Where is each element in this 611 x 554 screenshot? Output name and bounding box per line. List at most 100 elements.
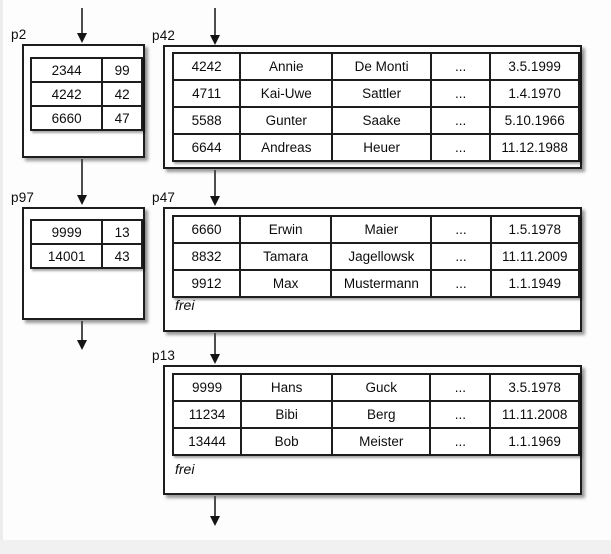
arrow-shaft (214, 8, 216, 39)
table-cell: 14001 (29, 243, 104, 269)
arrow-shaft (214, 333, 216, 358)
table-cell: Gunter (239, 106, 334, 135)
table-cell: Max (239, 269, 333, 298)
free-space-label-p47: frei (175, 297, 195, 313)
table-cell: Meister (331, 427, 432, 456)
page-left-margin (0, 0, 3, 554)
table-cell: 1.1.1949 (489, 269, 581, 298)
table-cell: 5588 (171, 106, 242, 135)
arrow-p2-to-p97-icon (76, 159, 88, 205)
table-cell: ... (430, 242, 492, 271)
arrow-p47-to-p13-icon (209, 333, 221, 364)
table-cell: 8832 (171, 242, 242, 271)
table-cell: Saake (331, 106, 432, 135)
table-cell: Bob (240, 427, 334, 456)
table-cell: 11.12.1988 (489, 133, 580, 162)
table-cell: 43 (101, 243, 143, 269)
table-cell: ... (429, 52, 492, 81)
table-cell: 4242 (29, 81, 104, 107)
table-cell: Annie (239, 52, 334, 81)
table-cell: 9999 (29, 219, 104, 245)
table-cell: ... (429, 400, 492, 429)
table-cell: 3.5.1999 (489, 52, 580, 81)
arrow-shaft (81, 321, 83, 344)
table-cell: 6644 (171, 133, 242, 162)
table-cell: 1.1.1969 (489, 427, 580, 456)
table-cell: Bibi (240, 400, 334, 429)
arrow-head-icon (210, 354, 220, 364)
table-cell: ... (430, 215, 492, 244)
table-cell: Kai-Uwe (239, 79, 334, 108)
page-label-p13: p13 (152, 348, 176, 363)
table-cell: 47 (101, 105, 143, 131)
table-cell: 1.4.1970 (489, 79, 580, 108)
arrow-into-p42-icon (209, 8, 221, 45)
table-cell: ... (429, 373, 492, 402)
table-cell: 11.11.2009 (489, 242, 581, 271)
table-cell: Sattler (331, 79, 432, 108)
arrow-p42-to-p47-icon (209, 170, 221, 206)
table-cell: 6660 (29, 105, 104, 131)
page-label-p97: p97 (11, 190, 35, 205)
table-cell: Andreas (239, 133, 334, 162)
arrow-into-p2-icon (76, 8, 88, 43)
arrow-out-of-p97-icon (76, 321, 88, 350)
free-space-label-p13: frei (175, 461, 195, 477)
arrow-head-icon (210, 35, 220, 45)
arrow-shaft (214, 170, 216, 200)
table-cell: 9999 (171, 373, 243, 402)
arrow-head-icon (77, 340, 87, 350)
arrow-shaft (214, 496, 216, 520)
table-cell: ... (429, 427, 492, 456)
table-cell: 2344 (29, 57, 104, 83)
table-cell: 42 (101, 81, 143, 107)
arrow-head-icon (77, 33, 87, 43)
table-cell: ... (429, 106, 492, 135)
table-cell: Berg (331, 400, 432, 429)
arrow-head-icon (210, 516, 220, 526)
table-cell: Jagellowsk (330, 242, 433, 271)
arrow-shaft (81, 8, 83, 37)
table-cell: ... (430, 269, 492, 298)
table-cell: ... (429, 79, 492, 108)
page-bottom-margin (0, 540, 611, 554)
table-cell: 11.11.2008 (489, 400, 580, 429)
table-cell: Guck (331, 373, 432, 402)
table-cell: Mustermann (330, 269, 433, 298)
table-cell: 1.5.1978 (489, 215, 581, 244)
arrow-out-of-p13-icon (209, 496, 221, 526)
table-cell: 11234 (171, 400, 243, 429)
table-cell: ... (429, 133, 492, 162)
table-cell: 13444 (171, 427, 243, 456)
table-cell: 9912 (171, 269, 242, 298)
arrow-shaft (81, 159, 83, 199)
table-cell: Maier (330, 215, 433, 244)
table-cell: 3.5.1978 (489, 373, 580, 402)
table-cell: 4242 (171, 52, 242, 81)
table-cell: 6660 (171, 215, 242, 244)
